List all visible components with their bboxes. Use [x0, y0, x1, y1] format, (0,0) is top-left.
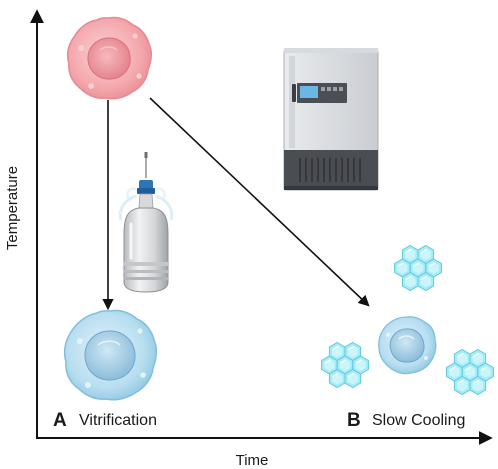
slow-cooling-arrow	[149, 97, 370, 307]
pink-cell-icon	[66, 16, 152, 100]
ice-crystal-icon	[395, 246, 442, 291]
slow-cooled-cell-icon	[378, 316, 437, 375]
panel-a-title: Vitrification	[79, 412, 157, 429]
ice-crystal-icon	[447, 350, 494, 395]
axes: Temperature Time	[4, 9, 493, 469]
panel-b-title: Slow Cooling	[372, 412, 465, 429]
ice-crystal-icon	[322, 343, 369, 388]
panel-a-label: A Vitrification	[53, 410, 157, 431]
x-axis-label: Time	[236, 452, 269, 469]
vitrified-cell-icon	[63, 309, 157, 401]
panel-b-letter: B	[347, 410, 361, 431]
liquid-nitrogen-dewar-icon	[118, 152, 174, 293]
ultra-low-freezer-icon	[283, 48, 379, 191]
panel-b-label: B Slow Cooling	[347, 410, 465, 431]
y-axis-label: Temperature	[4, 166, 21, 250]
panel-a-letter: A	[53, 410, 67, 431]
